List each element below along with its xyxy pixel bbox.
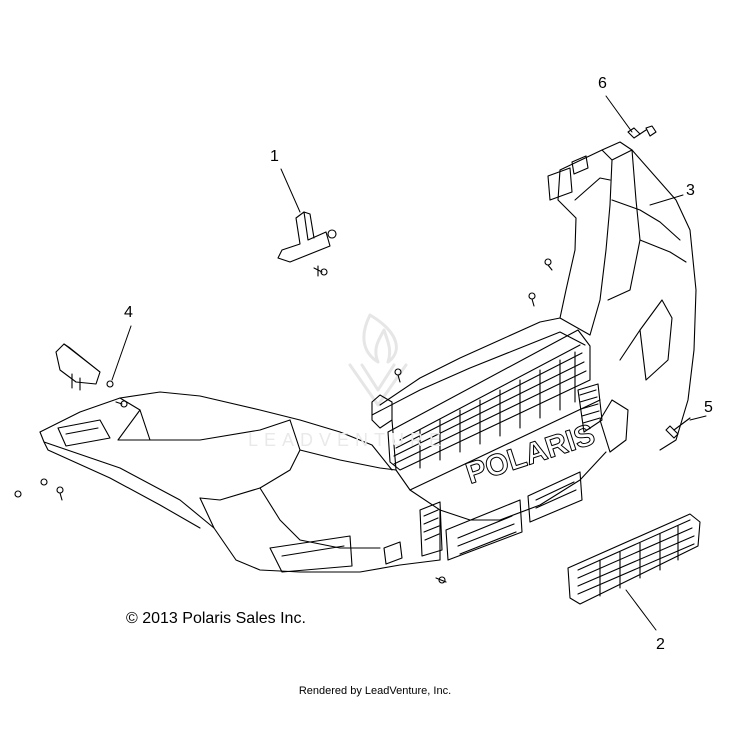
front-bumper-part-3: POLARIS <box>39 141 697 573</box>
callout-number-6: 6 <box>598 75 607 92</box>
watermark-logo <box>348 313 408 407</box>
leader-line-1 <box>280 168 301 213</box>
bracket-part-1 <box>277 211 337 277</box>
callout-number-5: 5 <box>704 399 713 416</box>
callout-number-3: 3 <box>686 182 695 199</box>
fasteners-part-6 <box>627 125 657 139</box>
mount-bracket-part-4 <box>55 343 128 408</box>
leader-line-3 <box>649 194 684 206</box>
leader-line-6 <box>605 95 633 133</box>
watermark-text: LEADVENTURE <box>248 430 448 450</box>
headlight-left <box>269 535 353 573</box>
callout-number-2: 2 <box>656 636 665 653</box>
callout-number-4: 4 <box>124 304 133 321</box>
upper-grille <box>387 329 591 471</box>
callout-number-1: 1 <box>270 148 279 165</box>
leader-line-4 <box>111 325 132 381</box>
misc-screws <box>14 258 553 584</box>
lower-grille-part-2 <box>567 513 701 605</box>
rendered-by-credit: Rendered by LeadVenture, Inc. <box>298 685 452 697</box>
copyright-notice: © 2013 Polaris Sales Inc. <box>126 610 306 627</box>
leader-line-2 <box>625 589 657 631</box>
bumper-brand-lettering: POLARIS <box>462 418 599 491</box>
leader-line-5 <box>689 415 707 421</box>
leader-lines <box>111 95 707 631</box>
screw-part-5 <box>665 417 691 439</box>
